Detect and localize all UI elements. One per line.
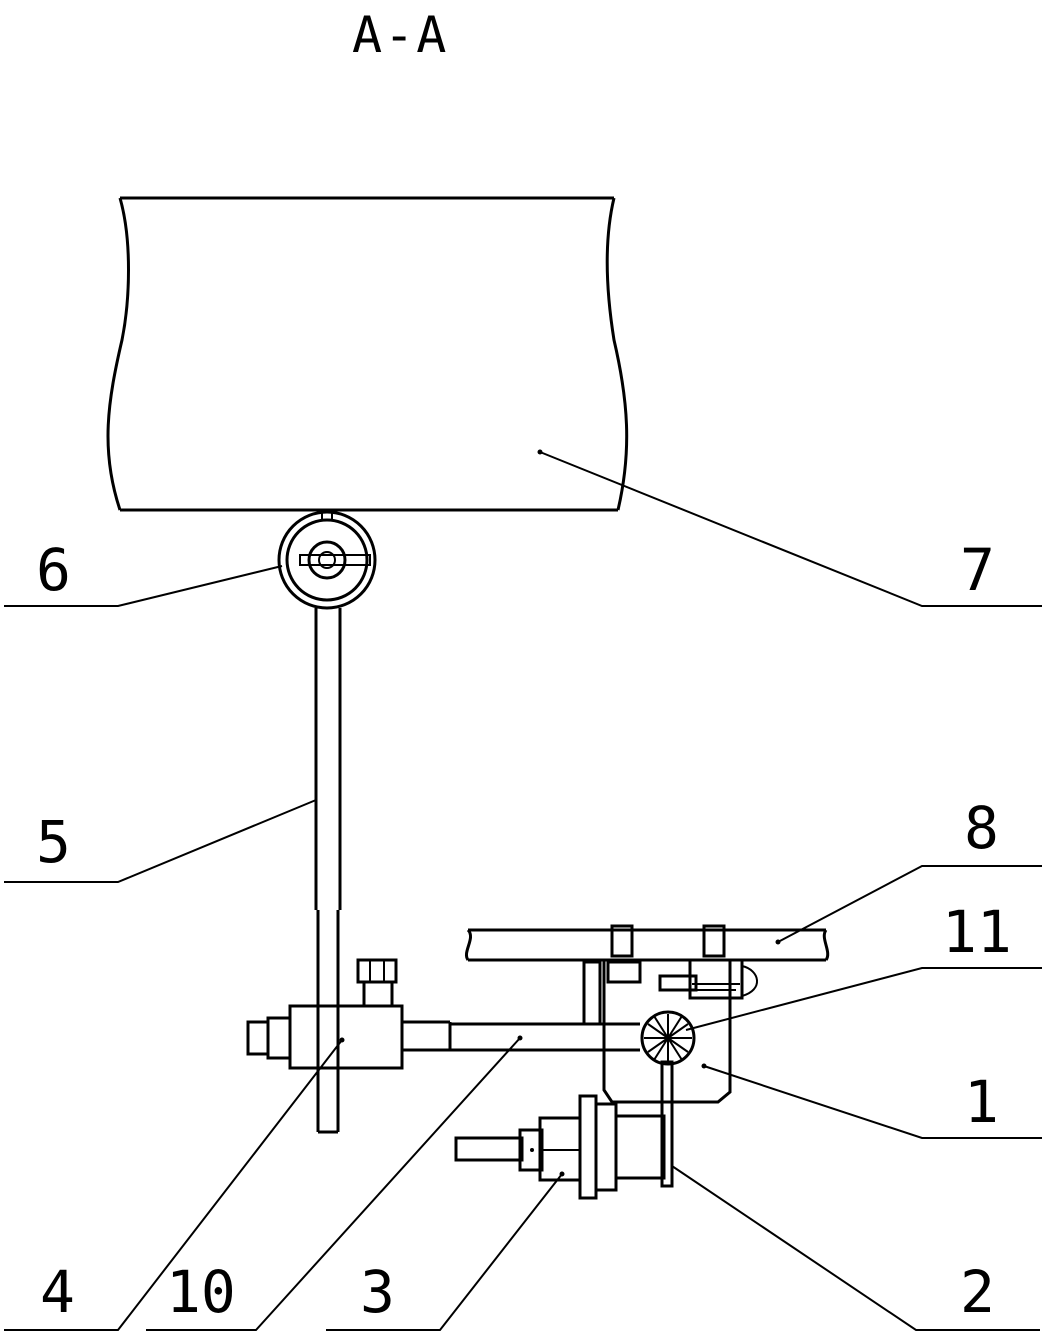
part-2-lever — [660, 1060, 674, 1188]
part-11-gear — [640, 1010, 696, 1066]
label-7: 7 — [960, 536, 995, 604]
section-title: A-A — [352, 6, 448, 64]
part-7-container — [106, 196, 629, 512]
label-6: 6 — [36, 536, 71, 604]
label-1: 1 — [964, 1068, 999, 1136]
part-5-vertical-rod — [314, 608, 342, 1134]
part-10-horizontal-arm — [402, 1020, 640, 1052]
label-2: 2 — [960, 1258, 995, 1326]
leader-lines — [4, 449, 1042, 1331]
label-5: 5 — [36, 808, 71, 876]
part-4-clamp-block — [246, 958, 404, 1070]
part-3-shaft-assembly — [454, 1094, 666, 1200]
label-3: 3 — [360, 1258, 395, 1326]
label-8: 8 — [964, 794, 999, 862]
label-11: 11 — [942, 898, 1012, 966]
part-8-top-plate — [465, 924, 830, 962]
label-10: 10 — [166, 1258, 236, 1326]
label-4: 4 — [40, 1258, 75, 1326]
part-6-pivot-wheel — [277, 509, 377, 610]
